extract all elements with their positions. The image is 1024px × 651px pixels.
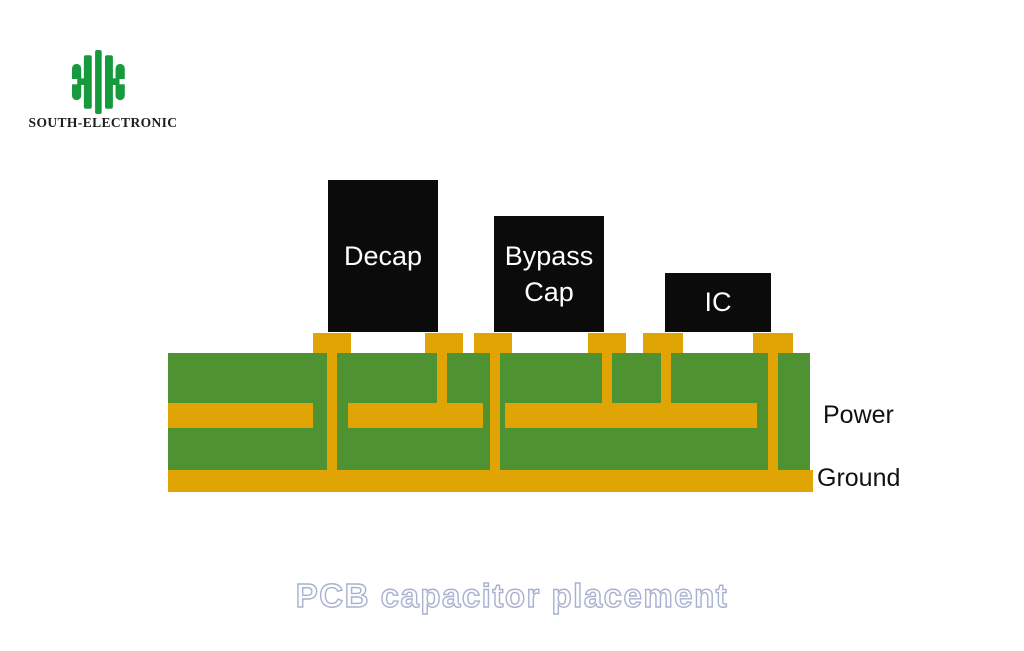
pad-decap-right — [425, 333, 463, 353]
pad-ic-left — [643, 333, 683, 353]
component-decap: Decap — [328, 180, 438, 332]
via-bypass-to-power — [602, 350, 612, 406]
pad-decap-left — [313, 333, 351, 353]
pad-bypass-right — [588, 333, 626, 353]
power-plane-segment-right — [505, 403, 757, 428]
component-bypass-cap: Bypass Cap — [494, 216, 604, 332]
component-decap-label: Decap — [343, 240, 423, 271]
pad-bypass-left — [474, 333, 512, 353]
component-bypass-cap-label: Bypass Cap — [504, 240, 594, 307]
brand-logo-icon — [70, 49, 127, 115]
pad-ic-right — [753, 333, 793, 353]
page-caption: PCB capacitor placement — [295, 576, 729, 614]
ground-plane-label: Ground — [817, 464, 901, 492]
via-decap-to-power — [437, 350, 447, 406]
via-ic-to-power — [661, 350, 671, 406]
via-ic-to-ground — [768, 350, 778, 471]
component-ic: IC — [665, 273, 771, 332]
brand-name: SOUTH-ELECTRONIC — [28, 115, 178, 130]
power-plane-segment-left — [168, 403, 313, 428]
component-ic-label: IC — [704, 287, 732, 318]
ground-plane — [168, 470, 813, 492]
power-plane-label: Power — [823, 401, 894, 429]
via-bypass-to-ground — [490, 350, 500, 471]
via-decap-to-ground — [327, 350, 337, 471]
power-plane-segment-middle — [348, 403, 483, 428]
